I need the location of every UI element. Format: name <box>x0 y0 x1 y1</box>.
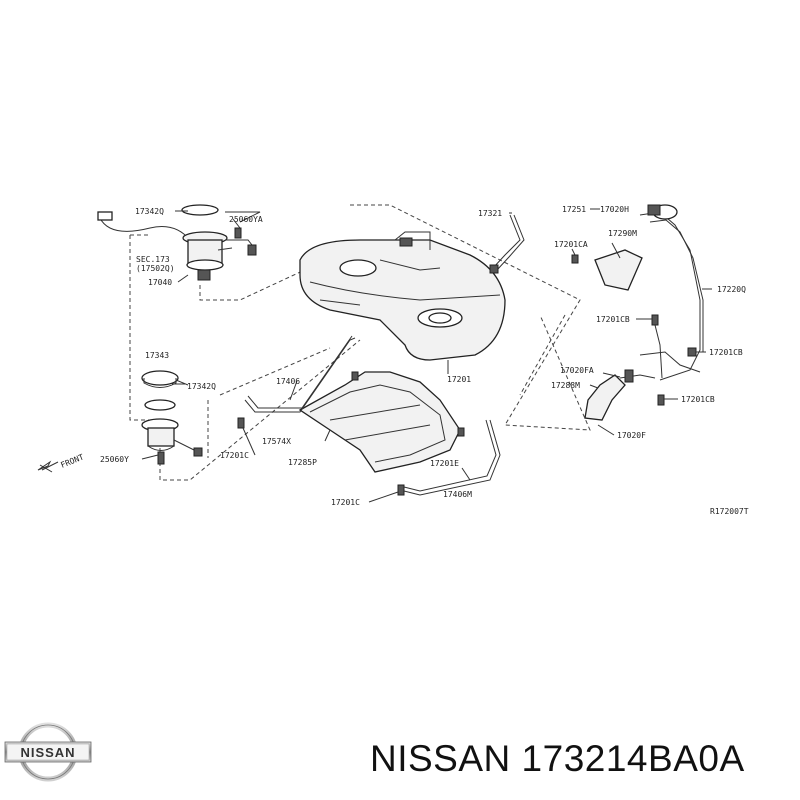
filler-neck-assembly <box>571 204 704 421</box>
label-sec173: SEC.173 <box>136 255 170 264</box>
label-25060y: 25060Y <box>100 455 129 464</box>
nissan-logo-text: NISSAN <box>20 745 75 760</box>
label-17201cb-3: 17201CB <box>681 395 715 404</box>
label-17285p: 17285P <box>288 458 317 467</box>
label-17342q-top: 17342Q <box>135 207 164 216</box>
label-17502q: (17502Q) <box>136 264 175 273</box>
tank-straps <box>237 335 501 496</box>
label-17251: 17251 <box>562 205 586 214</box>
label-25060ya: 25060YA <box>229 215 263 224</box>
tank-heat-shield <box>298 371 461 473</box>
label-17342q-mid: 17342Q <box>187 382 216 391</box>
label-17321: 17321 <box>478 209 502 218</box>
label-17290m: 17290M <box>608 229 637 238</box>
nissan-logo: NISSAN <box>4 722 92 782</box>
label-17201: 17201 <box>447 375 471 384</box>
label-17201c-bottom: 17201C <box>331 498 360 507</box>
label-17040: 17040 <box>148 278 172 287</box>
vent-tube <box>489 214 525 274</box>
label-17201e: 17201E <box>430 459 459 468</box>
label-17574x: 17574X <box>262 437 291 446</box>
fuel-tank-parts-diagram: FRONT 17342Q 25060YA SEC.173 (17502Q) 17… <box>37 204 749 516</box>
label-17288m: 17288M <box>551 381 580 390</box>
label-17343: 17343 <box>145 351 169 360</box>
fuel-pump-assembly <box>97 204 261 281</box>
label-17201cb-2: 17201CB <box>709 348 743 357</box>
part-number-caption: NISSAN 173214BA0A <box>370 738 745 780</box>
part-labels: 17342Q 25060YA SEC.173 (17502Q) 17040 17… <box>100 205 749 516</box>
label-17201c-left: 17201C <box>220 451 249 460</box>
label-17201cb-1: 17201CB <box>596 315 630 324</box>
label-17020fa: 17020FA <box>560 366 594 375</box>
label-17020f: 17020F <box>617 431 646 440</box>
label-17406m: 17406M <box>443 490 472 499</box>
label-17201ca: 17201CA <box>554 240 588 249</box>
leader-lines <box>141 208 712 503</box>
label-17406: 17406 <box>276 377 300 386</box>
part-number: 173214BA0A <box>521 738 745 779</box>
front-label: FRONT <box>59 452 85 469</box>
brand-name: NISSAN <box>370 738 511 779</box>
fuel-tank <box>299 231 506 361</box>
diagram-ref-code: R172007T <box>710 507 749 516</box>
label-17220q: 17220Q <box>717 285 746 294</box>
pump-ring-parts <box>141 370 203 465</box>
label-17020h: 17020H <box>600 205 629 214</box>
front-arrow: FRONT <box>37 452 85 473</box>
